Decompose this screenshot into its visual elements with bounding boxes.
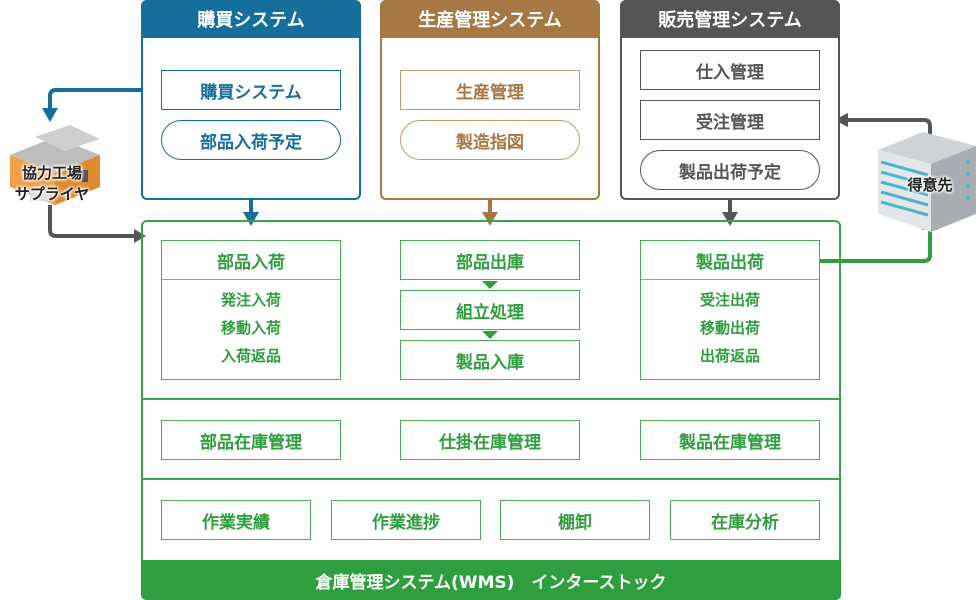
customer-label: 得意先 xyxy=(907,176,953,194)
arrow-supplier-to-receiving xyxy=(48,205,135,238)
arrowhead-shipping xyxy=(722,212,738,226)
shipping-title[interactable]: 製品出荷 xyxy=(641,241,819,280)
shipping-sub-item[interactable]: 受注出荷 xyxy=(699,291,760,309)
purchase-system-title: 購買システム xyxy=(141,0,361,38)
arrow-shipping-to-customer xyxy=(820,228,932,263)
customer-building xyxy=(878,132,978,232)
arrowhead-receiving xyxy=(243,212,259,226)
production-system-title: 生産管理システム xyxy=(380,0,600,38)
work-progress-box[interactable]: 作業進捗 xyxy=(331,500,481,540)
arrowhead-parts-out xyxy=(482,212,498,226)
product-shipping-schedule-pill[interactable]: 製品出荷予定 xyxy=(640,150,820,190)
supplier-factory xyxy=(0,125,110,210)
manufacturing-order-pill[interactable]: 製造指図 xyxy=(400,120,580,160)
assembly-box[interactable]: 組立処理 xyxy=(400,290,580,330)
parts-issue-box[interactable]: 部品出庫 xyxy=(400,240,580,280)
wms-divider-2 xyxy=(141,478,841,480)
stocktaking-box[interactable]: 棚卸 xyxy=(500,500,650,540)
shipping-box: 製品出荷 受注出荷 移動出荷 出荷返品 xyxy=(640,240,820,380)
flow-arrow-down xyxy=(482,281,498,289)
arrow-purchase-to-supplier xyxy=(48,88,162,110)
receiving-box: 部品入荷 発注入荷 移動入荷 入荷返品 xyxy=(161,240,341,380)
wms-footer-title: 倉庫管理システム(WMS) インターストック xyxy=(141,560,841,600)
supplier-label-line1: 協力工場 xyxy=(21,164,82,182)
sales-system-title: 販売管理システム xyxy=(620,0,840,38)
shipping-sub-item[interactable]: 出荷返品 xyxy=(699,347,760,365)
shipping-sub-item[interactable]: 移動出荷 xyxy=(699,319,760,337)
supplier-label-line2: サプライヤ xyxy=(14,185,90,203)
flow-arrow-down xyxy=(482,331,498,339)
order-management-item[interactable]: 受注管理 xyxy=(640,100,820,140)
receiving-sub-item[interactable]: 発注入荷 xyxy=(220,291,281,309)
receiving-title[interactable]: 部品入荷 xyxy=(162,241,340,280)
parts-arrival-schedule-pill[interactable]: 部品入荷予定 xyxy=(161,120,341,160)
wms-divider-1 xyxy=(141,398,841,400)
receiving-sub-item[interactable]: 入荷返品 xyxy=(220,347,281,365)
wip-inventory-box[interactable]: 仕掛在庫管理 xyxy=(400,420,580,460)
product-inventory-box[interactable]: 製品在庫管理 xyxy=(640,420,820,460)
production-management-item[interactable]: 生産管理 xyxy=(400,70,580,110)
supplier-label: 協力工場 サプライヤ xyxy=(0,163,104,205)
arrowhead-supplier xyxy=(42,108,58,122)
purchasing-management-item[interactable]: 仕入管理 xyxy=(640,50,820,90)
purchase-system-item[interactable]: 購買システム xyxy=(161,70,341,110)
factory-icon xyxy=(10,125,100,205)
building-icon xyxy=(878,132,976,232)
arrowhead-receiving-side xyxy=(134,229,146,243)
receiving-sub-item[interactable]: 移動入荷 xyxy=(220,319,281,337)
product-receipt-box[interactable]: 製品入庫 xyxy=(400,340,580,380)
parts-inventory-box[interactable]: 部品在庫管理 xyxy=(161,420,341,460)
inventory-analysis-box[interactable]: 在庫分析 xyxy=(670,500,820,540)
arrow-customer-to-order xyxy=(846,118,932,135)
arrowhead-order xyxy=(834,113,848,127)
work-results-box[interactable]: 作業実績 xyxy=(161,500,311,540)
